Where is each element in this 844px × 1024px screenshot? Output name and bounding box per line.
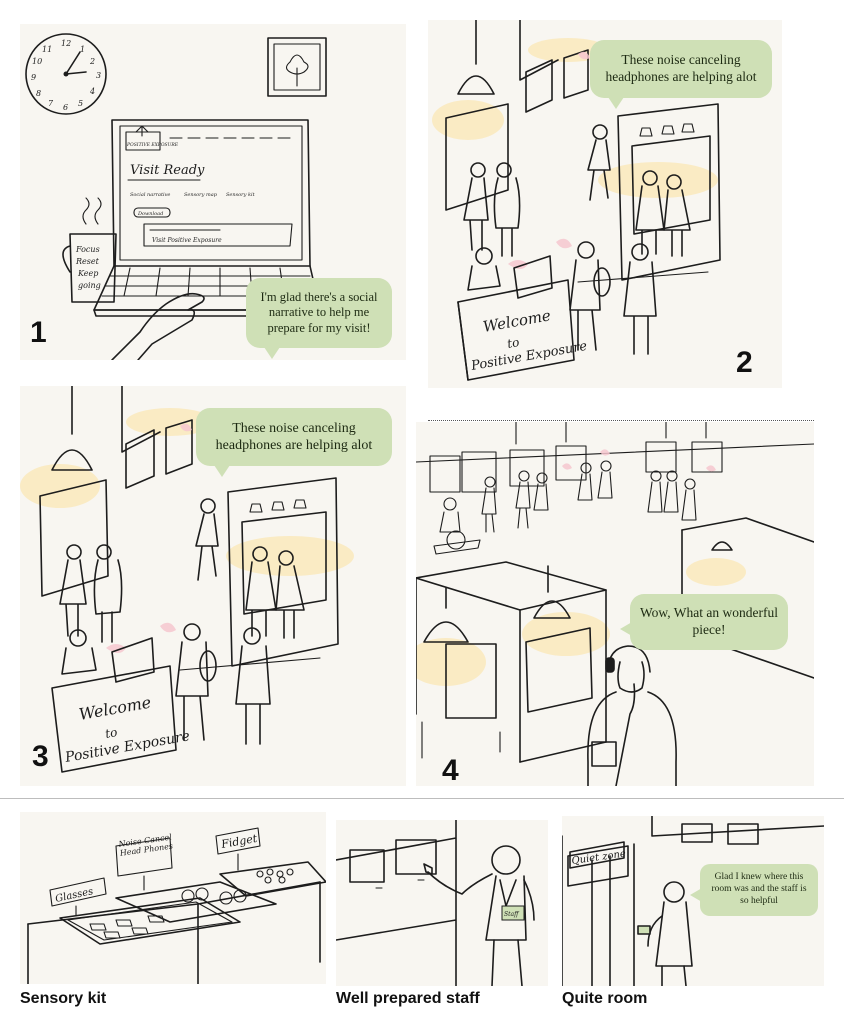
panel-number-2: 2 — [736, 346, 753, 379]
svg-text:to: to — [104, 725, 118, 741]
svg-text:10: 10 — [32, 57, 42, 66]
svg-text:Sensory kit: Sensory kit — [226, 192, 256, 198]
panel-4: Wow, What an wonderful piece! 4 — [416, 422, 814, 786]
svg-text:Positive Exposure: Positive Exposure — [63, 728, 191, 766]
svg-text:Glasses: Glasses — [54, 886, 94, 905]
svg-text:going: going — [78, 281, 101, 290]
panel-sensory-kit: Glasses Noise Cancel Head Phones Fidget — [20, 812, 326, 984]
svg-text:1: 1 — [80, 45, 85, 54]
svg-text:3: 3 — [96, 71, 101, 80]
staff-drawing: Staff — [336, 820, 535, 986]
svg-text:6: 6 — [63, 103, 68, 112]
panel-3: Welcome to Positive Exposure These noise… — [20, 386, 406, 786]
quiet-room-drawing: Quiet zone — [562, 816, 824, 986]
caption-sensory-kit: Sensory kit — [20, 990, 107, 1007]
mug: Focus Reset Keep going — [62, 197, 117, 303]
staff-member — [423, 845, 535, 986]
speech-bubble-quiet: Glad I knew where this room was and the … — [690, 864, 818, 916]
svg-text:Reset: Reset — [75, 257, 100, 266]
panel-4-drawing — [416, 422, 814, 786]
svg-text:Download: Download — [137, 211, 163, 217]
svg-text:Keep: Keep — [77, 269, 98, 278]
svg-text:Welcome: Welcome — [482, 306, 553, 336]
panel-2: Welcome to Positive Exposure These noise… — [428, 20, 782, 388]
svg-text:9: 9 — [31, 73, 36, 82]
panel-1: 12 1 2 3 4 5 6 7 8 9 10 11 POSITIVE EXPO… — [20, 24, 406, 360]
svg-text:Social narrative: Social narrative — [130, 192, 170, 198]
caption-quiet-room: Quite room — [562, 990, 648, 1007]
section-divider — [0, 798, 844, 799]
speech-bubble-4: Wow, What an wonderful piece! — [620, 594, 788, 650]
svg-text:8: 8 — [36, 89, 41, 98]
svg-text:4: 4 — [89, 87, 95, 96]
speech-bubble-2: These noise canceling headphones are hel… — [590, 40, 772, 109]
visitor-with-headphones — [587, 645, 677, 786]
svg-text:11: 11 — [42, 45, 52, 54]
caption-staff: Well prepared staff — [336, 990, 480, 1007]
svg-text:2: 2 — [89, 57, 95, 66]
clock-num-12: 12 — [61, 39, 71, 48]
svg-text:5: 5 — [78, 99, 83, 108]
svg-text:Welcome: Welcome — [77, 693, 152, 724]
panel-number-4: 4 — [442, 754, 459, 786]
panel-3-drawing: Welcome to Positive Exposure — [20, 386, 354, 773]
svg-text:Sensory map: Sensory map — [184, 192, 218, 198]
hand — [111, 292, 205, 360]
speech-bubble-3: These noise canceling headphones are hel… — [196, 408, 392, 477]
clock: 12 1 2 3 4 5 6 7 8 9 10 11 — [25, 33, 107, 115]
svg-text:Staff: Staff — [504, 911, 520, 918]
panel-4-top-border — [428, 420, 814, 421]
visitor-in-quiet-room — [637, 881, 693, 986]
panel-2-drawing: Welcome to Positive Exposure — [432, 20, 721, 381]
panel-quiet-room: Quiet zone Glad I knew where this room w… — [562, 816, 824, 986]
svg-text:POSITIVE EXPOSURE: POSITIVE EXPOSURE — [126, 142, 179, 148]
picture-frame — [267, 37, 327, 97]
panel-number-1: 1 — [30, 316, 47, 349]
sign-headphones: Noise Cancel Head Phones — [118, 832, 174, 858]
svg-text:to: to — [506, 335, 520, 351]
svg-text:Fidget: Fidget — [219, 832, 258, 851]
svg-text:7: 7 — [48, 99, 54, 108]
sensory-kit-drawing: Glasses Noise Cancel Head Phones Fidget — [27, 827, 326, 984]
speech-bubble-1: I'm glad there's a social narrative to h… — [246, 278, 392, 359]
svg-text:Visit Positive Exposure: Visit Positive Exposure — [152, 237, 222, 244]
svg-text:Visit Ready: Visit Ready — [130, 163, 205, 178]
panel-staff: Staff — [336, 820, 548, 986]
svg-text:Quiet zone: Quiet zone — [571, 848, 627, 867]
svg-text:Focus: Focus — [75, 245, 100, 254]
panel-number-3: 3 — [32, 740, 49, 773]
